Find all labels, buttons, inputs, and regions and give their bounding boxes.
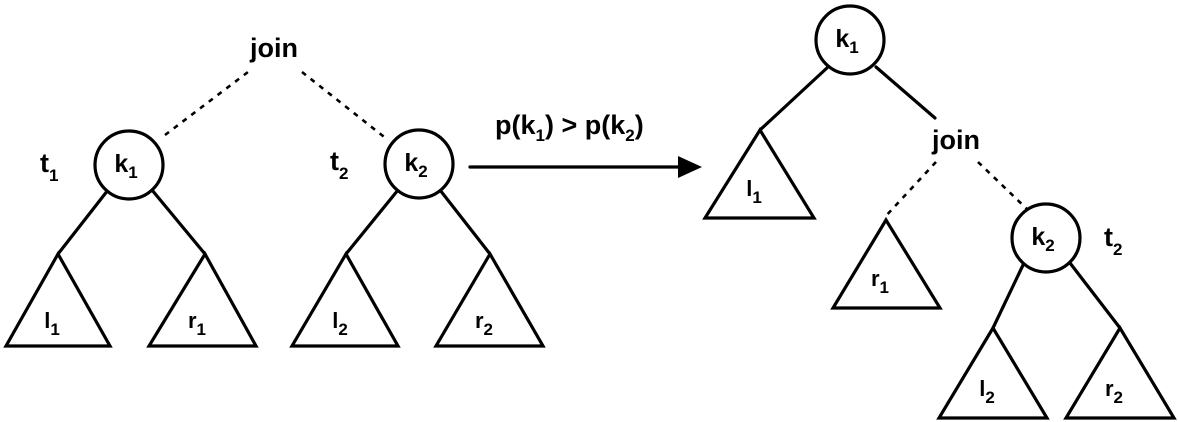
right-edge-k1-l1 bbox=[758, 65, 830, 132]
right-subtree-l1-label: l1 bbox=[746, 176, 762, 207]
left-before-join: join k1 t1 l1 r1 k2 t2 l2 r2 bbox=[3, 33, 546, 348]
left-join-dashed-edge-k2 bbox=[301, 70, 389, 142]
right-subtree-r1-label: r1 bbox=[871, 266, 889, 297]
left-edge-k2-r2 bbox=[438, 188, 492, 256]
left-subtree-l1 bbox=[3, 250, 113, 348]
left-subtree-r2 bbox=[433, 250, 546, 348]
left-edge-k1-l1 bbox=[56, 188, 110, 256]
priority-condition-label: p(k1) > p(k2) bbox=[495, 110, 644, 145]
left-subtree-r2-label: r2 bbox=[475, 308, 493, 339]
left-node-k2 bbox=[383, 128, 455, 200]
right-node-k2-label: k2 bbox=[1031, 223, 1054, 255]
right-subtree-l2-label: l2 bbox=[979, 376, 995, 407]
right-edge-k2-r2 bbox=[1068, 261, 1122, 330]
right-edge-k1-join bbox=[874, 65, 937, 120]
left-t2-label: t2 bbox=[330, 146, 348, 183]
right-after-join: k1 l1 join r1 k2 t2 l2 r2 bbox=[702, 4, 1177, 420]
right-node-k2 bbox=[1010, 202, 1082, 274]
right-node-k1-label: k1 bbox=[835, 25, 858, 57]
left-node-k2-label: k2 bbox=[404, 149, 427, 181]
right-join-dashed-edge-r1 bbox=[883, 161, 937, 219]
right-subtree-r2-label: r2 bbox=[1105, 376, 1123, 407]
right-join-label: join bbox=[931, 125, 980, 155]
transform-arrow: p(k1) > p(k2) bbox=[468, 110, 702, 178]
right-subtree-l2 bbox=[936, 324, 1050, 420]
left-subtree-l1-label: l1 bbox=[44, 308, 60, 339]
left-subtree-l2-label: l2 bbox=[332, 308, 348, 339]
left-subtree-r1 bbox=[146, 250, 259, 348]
left-node-k1 bbox=[93, 129, 165, 201]
left-join-dashed-edge-k1 bbox=[164, 70, 249, 137]
left-t1-label: t1 bbox=[40, 148, 58, 185]
left-edge-k1-r1 bbox=[150, 188, 207, 256]
right-t2-label: t2 bbox=[1104, 222, 1122, 259]
right-subtree-r1 bbox=[830, 216, 943, 310]
right-node-k1 bbox=[814, 4, 886, 76]
right-subtree-r2 bbox=[1063, 324, 1177, 420]
left-join-label: join bbox=[249, 33, 298, 63]
right-subtree-l1 bbox=[702, 126, 817, 220]
right-join-dashed-edge-k2 bbox=[977, 161, 1031, 213]
left-subtree-r1-label: r1 bbox=[188, 308, 206, 339]
left-node-k1-label: k1 bbox=[114, 150, 137, 182]
left-subtree-l2 bbox=[289, 250, 401, 348]
arrowhead-icon bbox=[678, 156, 702, 178]
left-edge-k2-l2 bbox=[344, 188, 400, 256]
right-edge-k2-l2 bbox=[991, 261, 1026, 330]
